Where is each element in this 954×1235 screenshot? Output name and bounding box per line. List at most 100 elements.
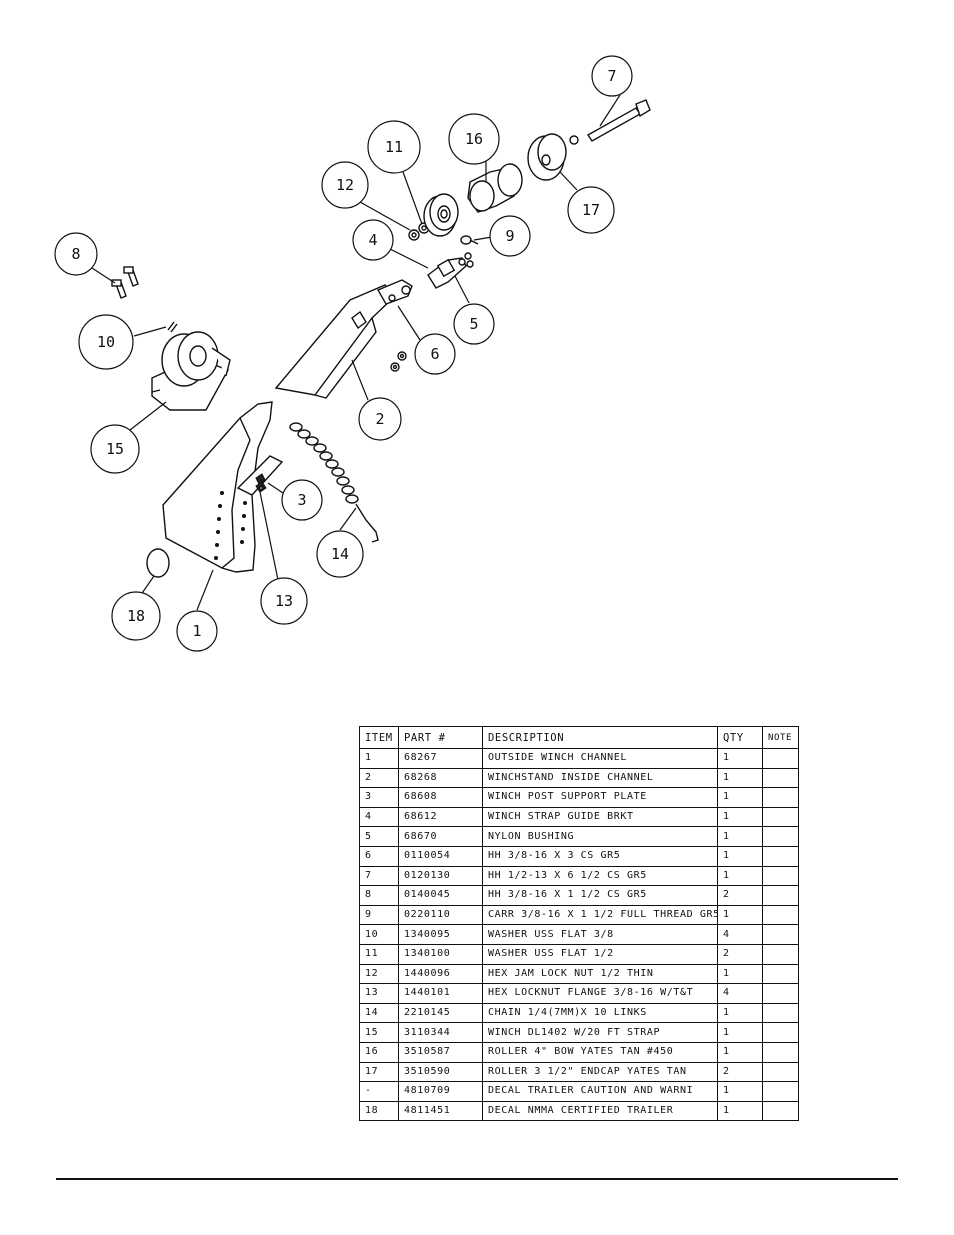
header-description: DESCRIPTION <box>482 726 718 749</box>
cell-item: 5 <box>359 826 399 847</box>
part-long-bolt <box>586 99 651 142</box>
cell-note <box>762 904 799 926</box>
cell-description: WASHER USS FLAT 3/8 <box>482 924 718 945</box>
svg-text:1: 1 <box>192 622 201 640</box>
cell-part-number: 68268 <box>398 767 483 789</box>
part-chain <box>289 422 379 543</box>
cell-item: 8 <box>359 885 399 906</box>
cell-note <box>762 787 799 808</box>
header-item: ITEM <box>359 726 399 749</box>
svg-text:8: 8 <box>71 245 80 263</box>
cell-qty: 1 <box>717 1100 763 1122</box>
leader-lines <box>91 94 621 611</box>
cell-description: WINCH POST SUPPORT PLATE <box>482 787 718 808</box>
svg-text:17: 17 <box>582 201 600 219</box>
part-winch <box>151 331 231 411</box>
cell-note <box>762 924 799 945</box>
header-part-number: PART # <box>398 726 483 749</box>
callout-3: 3 <box>281 479 323 521</box>
callout-6: 6 <box>414 333 456 375</box>
cell-item: 7 <box>359 865 399 887</box>
svg-text:12: 12 <box>336 176 354 194</box>
cell-note <box>762 963 799 985</box>
cell-note <box>762 845 799 867</box>
cell-note <box>762 767 799 789</box>
callout-7: 7 <box>591 55 633 97</box>
cell-item: 12 <box>359 963 399 985</box>
cell-qty: 1 <box>717 787 763 808</box>
cell-part-number: 1340100 <box>398 943 483 965</box>
callout-18: 18 <box>111 591 161 641</box>
cell-qty: 2 <box>717 1061 763 1083</box>
cell-note <box>762 1022 799 1043</box>
callout-17: 17 <box>567 186 615 234</box>
cell-qty: 1 <box>717 845 763 867</box>
cell-description: HH 3/8-16 X 1 1/2 CS GR5 <box>482 885 718 906</box>
part-small-washers <box>390 351 407 372</box>
cell-note <box>762 1081 799 1102</box>
cell-part-number: 0120130 <box>398 865 483 887</box>
part-support-plate <box>236 455 284 496</box>
cell-qty: 2 <box>717 885 763 906</box>
cell-part-number: 2210145 <box>398 1002 483 1024</box>
cell-item: 2 <box>359 767 399 789</box>
svg-text:16: 16 <box>465 130 483 148</box>
svg-text:14: 14 <box>331 545 349 563</box>
cell-item: 4 <box>359 806 399 828</box>
cell-description: HH 3/8-16 X 3 CS GR5 <box>482 845 718 867</box>
part-bolt-hh-3-8 <box>376 279 413 305</box>
svg-text:10: 10 <box>97 333 115 351</box>
cell-description: OUTSIDE WINCH CHANNEL <box>482 748 718 769</box>
cell-description: DECAL NMMA CERTIFIED TRAILER <box>482 1100 718 1122</box>
cell-qty: 1 <box>717 904 763 926</box>
cell-note <box>762 1002 799 1024</box>
svg-text:9: 9 <box>505 227 514 245</box>
header-qty: QTY <box>717 726 763 749</box>
svg-text:6: 6 <box>430 345 439 363</box>
callout-16: 16 <box>448 113 500 165</box>
cell-description: HEX LOCKNUT FLANGE 3/8-16 W/T&T <box>482 983 718 1004</box>
cell-part-number: 0140045 <box>398 885 483 906</box>
cell-part-number: 68670 <box>398 826 483 847</box>
svg-text:2: 2 <box>375 410 384 428</box>
cell-item: 13 <box>359 983 399 1004</box>
cell-note <box>762 806 799 828</box>
cell-note <box>762 943 799 965</box>
cell-note <box>762 865 799 887</box>
svg-text:11: 11 <box>385 138 403 156</box>
cell-description: WASHER USS FLAT 1/2 <box>482 943 718 965</box>
cell-qty: 1 <box>717 1022 763 1043</box>
svg-text:4: 4 <box>368 231 377 249</box>
cell-part-number: 68608 <box>398 787 483 808</box>
svg-text:13: 13 <box>275 592 293 610</box>
part-decal <box>146 548 170 578</box>
part-washer-3-8 <box>167 321 178 333</box>
cell-description: NYLON BUSHING <box>482 826 718 847</box>
cell-item: 9 <box>359 904 399 926</box>
callout-12: 12 <box>321 161 369 209</box>
svg-text:7: 7 <box>607 67 616 85</box>
cell-note <box>762 1061 799 1083</box>
cell-description: HH 1/2-13 X 6 1/2 CS GR5 <box>482 865 718 887</box>
cell-description: ROLLER 3 1/2" ENDCAP YATES TAN <box>482 1061 718 1083</box>
cell-part-number: 0220110 <box>398 904 483 926</box>
part-bolts-hh <box>111 266 139 299</box>
svg-text:3: 3 <box>297 491 306 509</box>
cell-item: 14 <box>359 1002 399 1024</box>
cell-part-number: 4810709 <box>398 1081 483 1102</box>
header-note: NOTE <box>762 726 799 749</box>
cell-qty: 4 <box>717 924 763 945</box>
